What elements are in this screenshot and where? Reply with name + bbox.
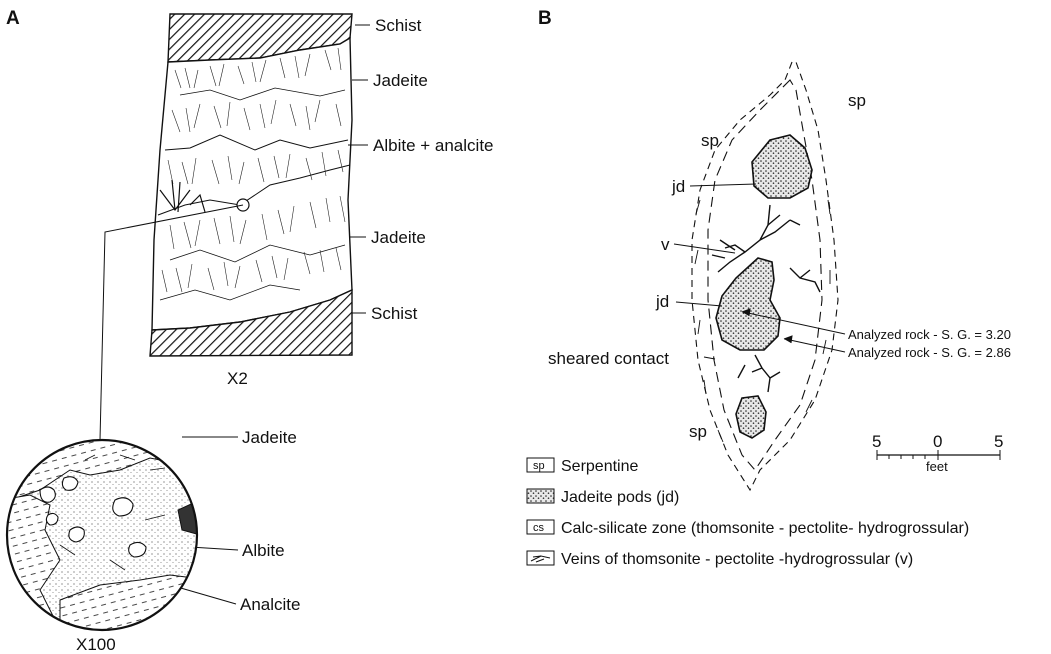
scale-bar: 5 0 5 feet [872,432,1003,474]
label-sp-inner: sp [701,131,719,150]
label-sp-bottom: sp [689,422,707,441]
scale-tick-right: 5 [994,432,1003,451]
panel-a-letter: A [6,8,20,29]
label-x2: X2 [227,369,248,388]
legend-item-jadeite: Jadeite pods (jd) [527,489,679,506]
label-sheared-contact: sheared contact [548,349,669,368]
label-analysis-2: Analyzed rock - S. G. = 2.86 [848,345,1011,360]
legend-label-veins: Veins of thomsonite - pectolite -hydrogr… [561,551,913,568]
legend-item-calc-silicate: cs Calc-silicate zone (thomsonite - pect… [527,520,969,537]
label-micro-albite: Albite [242,541,285,560]
label-x100: X100 [76,635,116,654]
label-micro-analcite: Analcite [240,595,300,614]
jadeite-pod-lower [736,396,766,438]
scale-tick-left: 5 [872,432,881,451]
legend-label-jadeite: Jadeite pods (jd) [561,489,679,506]
legend: sp Serpentine Jadeite pods (jd) cs Calc-… [527,458,969,568]
legend-label-calc-silicate: Calc-silicate zone (thomsonite - pectoli… [561,520,969,537]
label-jd-lower: jd [655,292,669,311]
panel-b-letter: B [538,8,552,29]
label-sp-outer: sp [848,91,866,110]
label-albite-analcite: Albite + analcite [373,136,494,155]
jadeite-body [152,38,352,330]
micro-view [0,430,210,640]
legend-item-veins: Veins of thomsonite - pectolite -hydrogr… [527,551,913,568]
label-v: v [661,235,670,254]
rock-specimen [150,14,352,356]
scale-tick-zero: 0 [933,432,942,451]
label-jd-upper: jd [671,177,685,196]
label-micro-jadeite: Jadeite [242,428,297,447]
legend-label-serpentine: Serpentine [561,458,638,475]
scale-unit: feet [926,459,948,474]
jadeite-pod-middle [716,258,780,350]
legend-symbol-sp: sp [533,460,545,472]
jadeite-pod-upper [752,135,812,198]
label-schist-bottom: Schist [371,304,418,323]
label-schist-top: Schist [375,16,422,35]
legend-symbol-cs: cs [533,522,545,534]
label-jadeite-mid: Jadeite [371,228,426,247]
label-jadeite-top: Jadeite [373,71,428,90]
legend-item-serpentine: sp Serpentine [527,458,638,475]
label-analysis-1: Analyzed rock - S. G. = 3.20 [848,327,1011,342]
